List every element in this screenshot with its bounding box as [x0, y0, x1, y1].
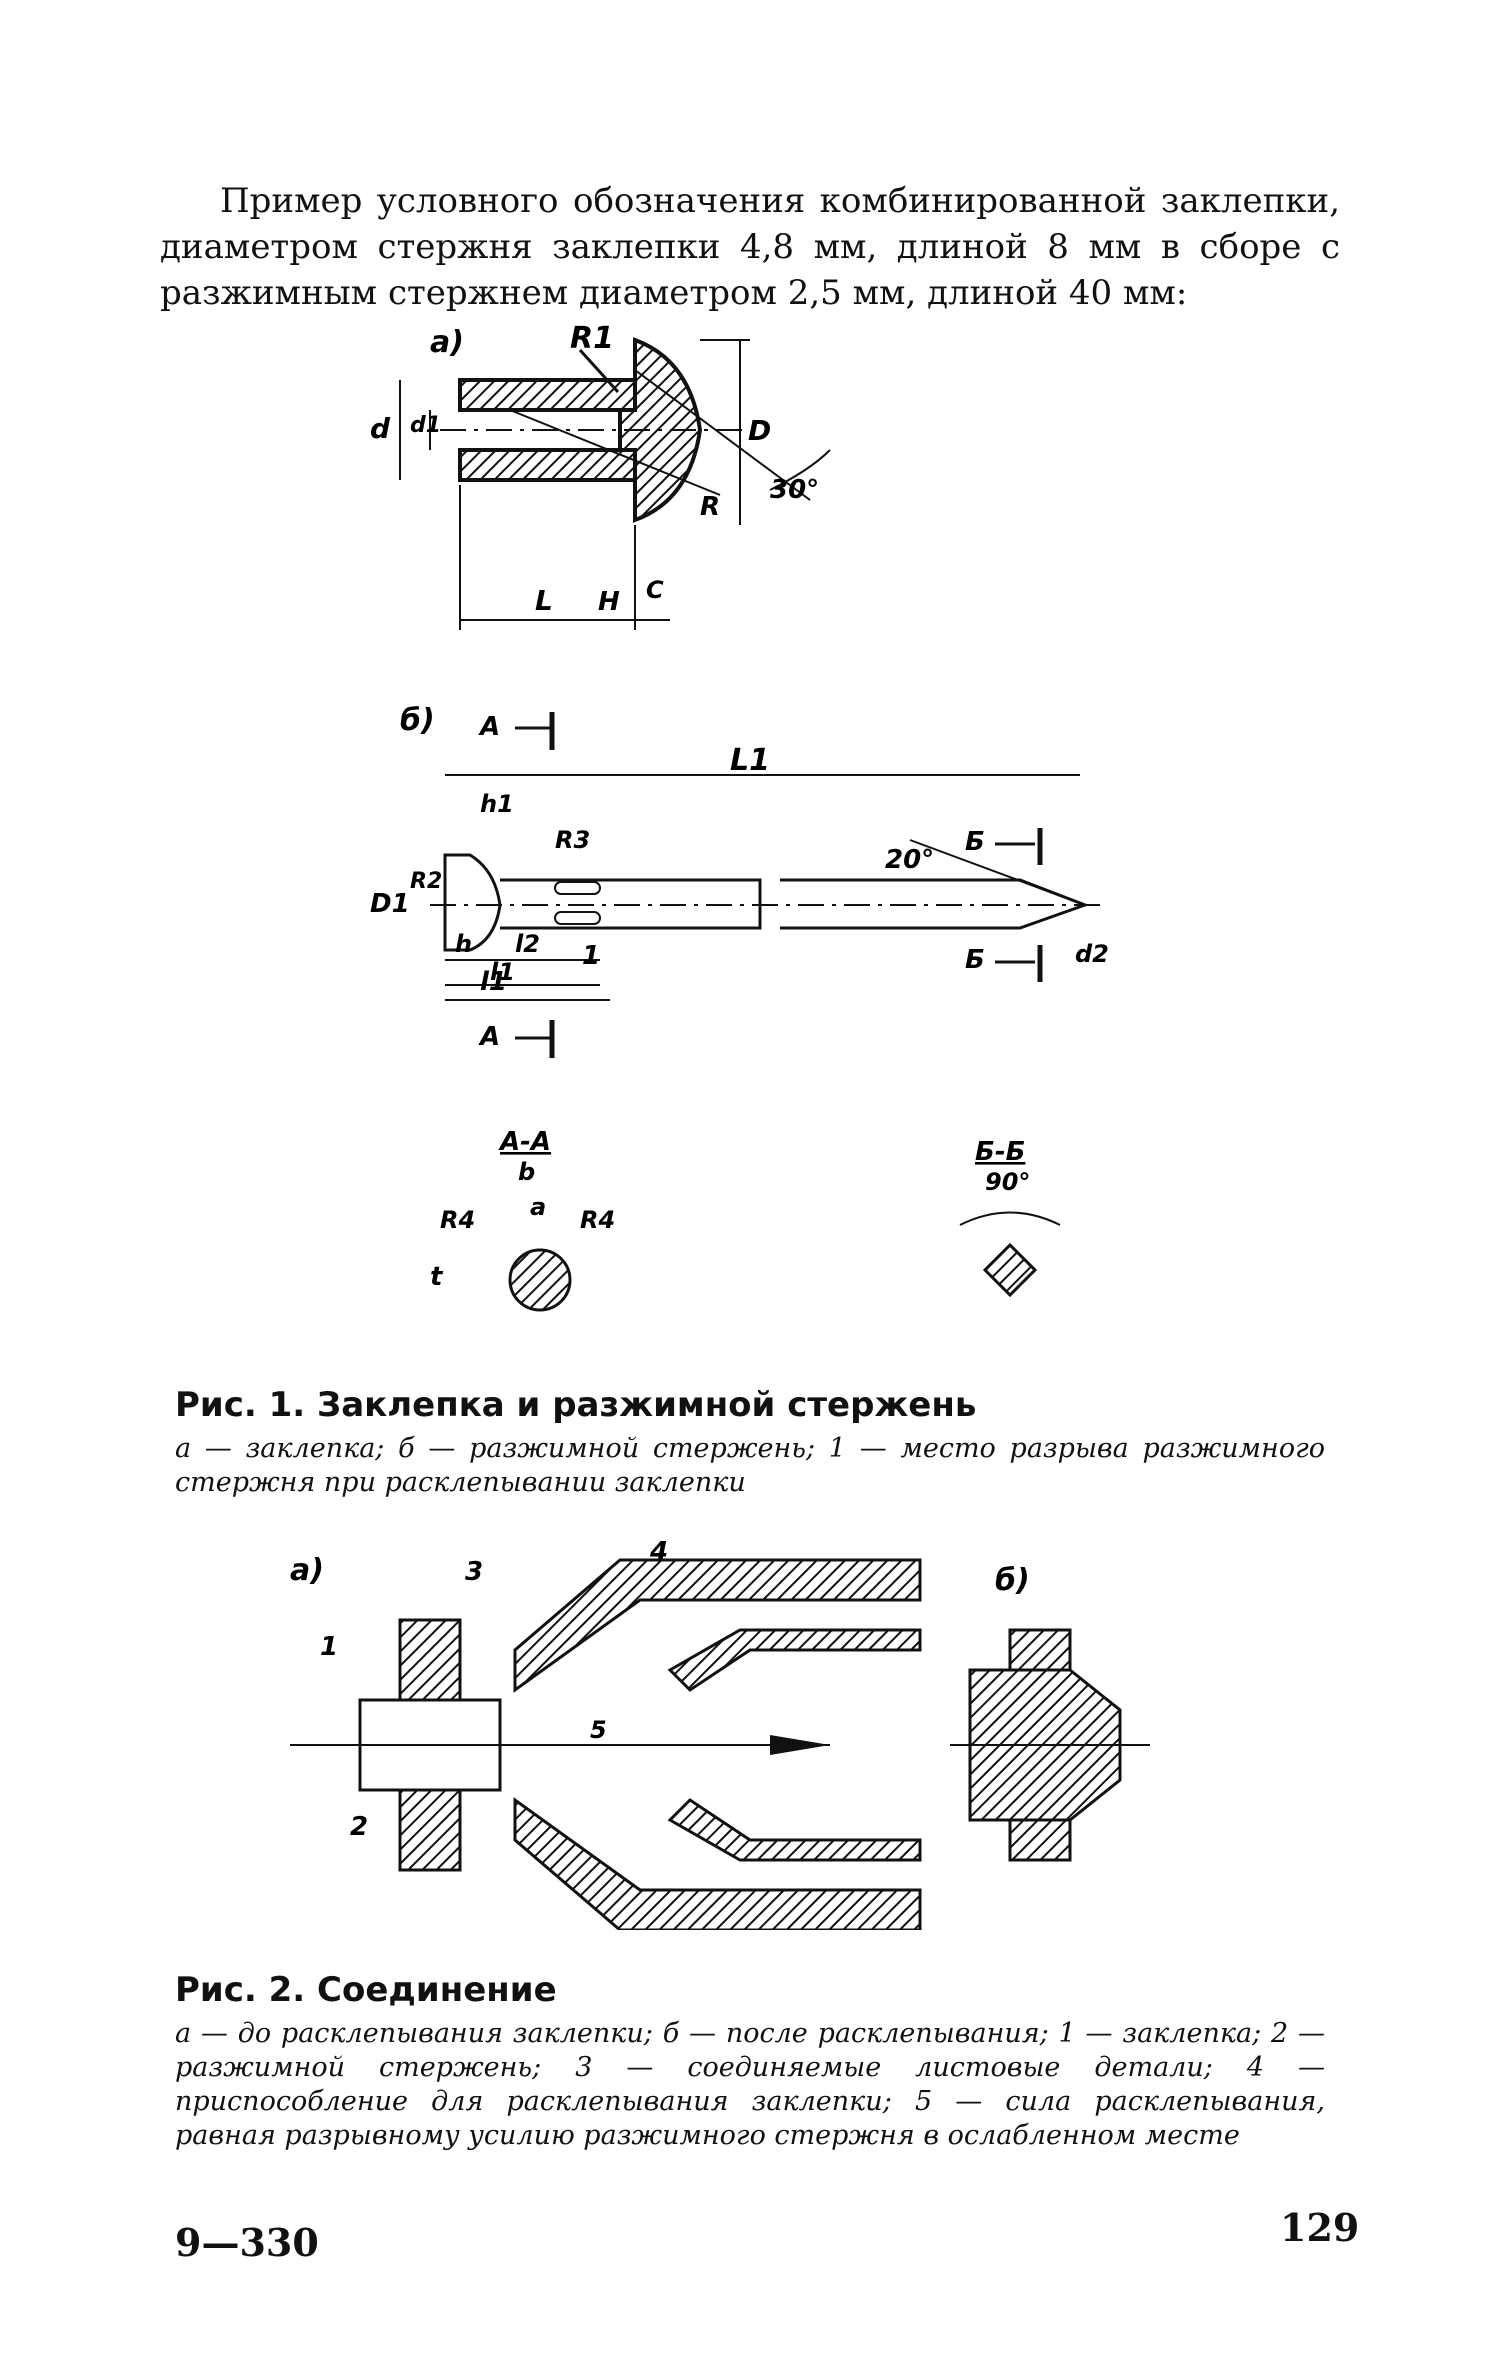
section-aa-t-label: t [430, 1262, 444, 1292]
section-aa-b-label: b [518, 1158, 535, 1186]
fig1b-D1-label: D1 [370, 889, 410, 919]
fig1a-H-label: H [598, 587, 620, 617]
fig2-b-label: б) [995, 1563, 1030, 1598]
section-bb-title: Б-Б [975, 1137, 1025, 1167]
fig1a-r1-label: R1 [570, 321, 614, 356]
fig1b-A-bottom-label: А [478, 1022, 500, 1052]
fig1b-d2-label: d2 [1075, 940, 1109, 968]
fig1b-A-top-label: А [478, 712, 500, 742]
page-number: 129 [1280, 2205, 1360, 2250]
fig1b-n1-label: 1 [582, 941, 600, 971]
fig1b-l1-small-label: l1 [490, 958, 515, 986]
fig1b-l1-label: l1 [480, 967, 507, 997]
fig2-n1-label: 1 [320, 1632, 338, 1662]
section-b-b: Б-Б 90° [940, 1130, 1080, 1330]
fig1b-B-bottom-label: Б [965, 945, 985, 975]
section-aa-a-label: a [530, 1193, 546, 1221]
fig2-title: Рис. 2. Соединение [175, 1970, 557, 2010]
section-a-a: А-А b R4 a R4 t [420, 1120, 640, 1320]
fig2-n5-label: 5 [590, 1716, 607, 1744]
fig2-caption: а — до расклепывания заклепки; б — после… [175, 2018, 1325, 2151]
fig1b-R3-label: R3 [555, 826, 590, 854]
fig1b-label: б) [400, 703, 435, 738]
fig1b-l2-label: l2 [515, 930, 540, 958]
section-bb-angle: 90° [985, 1168, 1030, 1196]
fig1-title: Рис. 1. Заклепка и разжимной стержень [175, 1385, 977, 1425]
fig1a-label: а) [430, 325, 464, 360]
fig1b-h-label: h [455, 930, 472, 958]
figure-1a-rivet: а) R1 d d1 D 30° R L H C [370, 320, 890, 650]
section-aa-r4-left: R4 [440, 1206, 475, 1234]
fig2-n2-label: 2 [350, 1812, 368, 1842]
footer-signature: 9—330 [175, 2220, 319, 2265]
fig1a-D-label: D [748, 414, 771, 447]
fig1b-h1-label: h1 [480, 790, 514, 818]
fig1b-R2-label: R2 [410, 869, 442, 894]
fig1b-B-top-label: Б [965, 827, 985, 857]
fig1a-R-label: R [700, 492, 720, 522]
fig1a-C-label: C [646, 576, 664, 604]
section-aa-title: А-А [498, 1127, 551, 1157]
fig1a-angle-label: 30° [770, 475, 819, 505]
fig2-n3-label: 3 [465, 1557, 483, 1587]
intro-paragraph: Пример условного обозначения комбинирова… [160, 181, 1340, 313]
fig1b-L1-label: L1 [730, 743, 770, 778]
figure-2-connection: а) 3 4 1 2 б) 5 [270, 1540, 1250, 1930]
fig1a-L-label: L [535, 584, 553, 617]
fig1-caption: а — заклепка; б — разжимной стержень; 1 … [175, 1433, 1325, 1498]
fig1a-d1-label: d1 [410, 413, 441, 438]
fig1a-d-label: d [370, 412, 391, 445]
figure-1b-rod: б) А L1 h1 R3 R2 D1 20° Б Б d2 h l2 1 l1… [370, 700, 1130, 1100]
fig1b-angle-label: 20° [885, 845, 934, 875]
section-aa-r4-right: R4 [580, 1206, 615, 1234]
fig2-a-label: а) [290, 1553, 324, 1588]
